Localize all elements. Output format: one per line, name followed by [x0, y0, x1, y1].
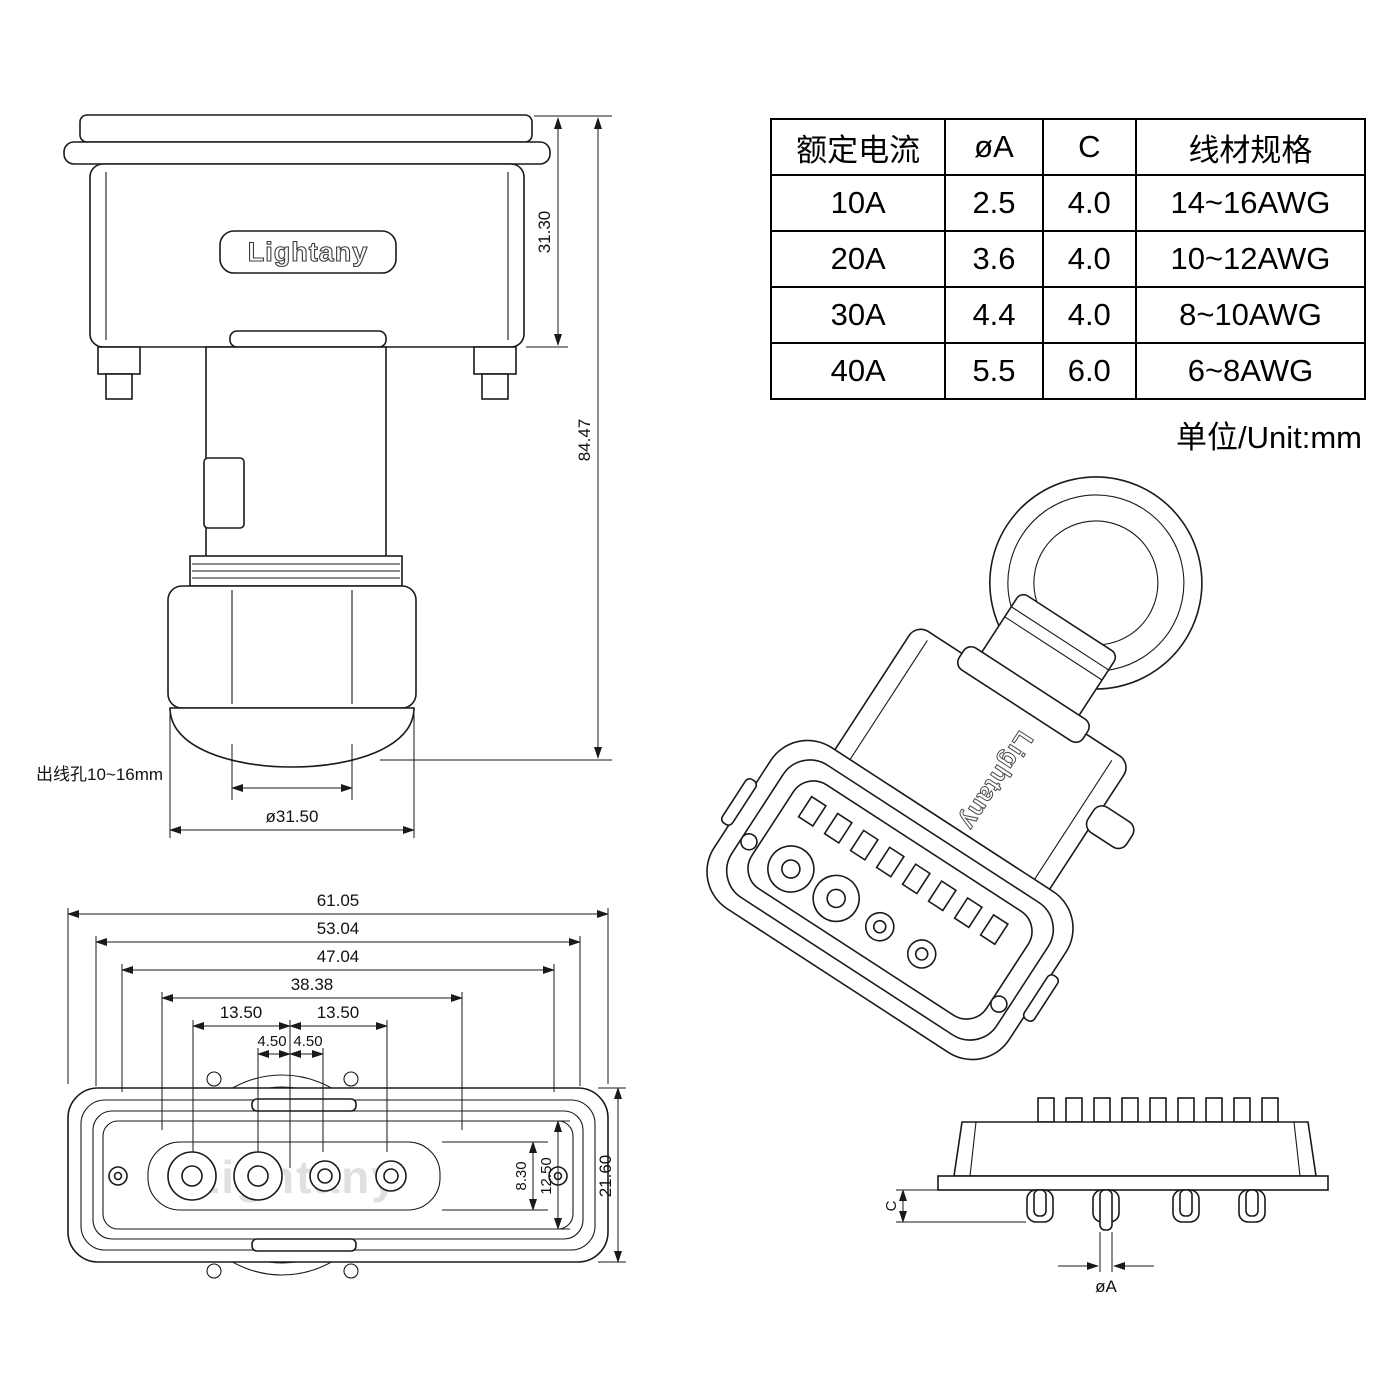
cable-hole-label: 出线孔10~16mm — [36, 765, 163, 784]
dim-width-outer: 61.05 — [67, 891, 609, 1084]
table-row: 10A 2.5 4.0 14~16AWG — [769, 174, 1367, 232]
dim-pitch: 13.50 13.50 — [192, 1003, 388, 1168]
cell-wire: 14~16AWG — [1134, 174, 1367, 232]
iso-peg — [1085, 805, 1135, 850]
dim-pitch-right-label: 13.50 — [317, 1003, 360, 1022]
cell-wire: 6~8AWG — [1134, 342, 1367, 400]
brand-logo: Lightany — [248, 237, 369, 267]
dim-gland-diameter-label: ø31.50 — [266, 807, 319, 826]
logo-plate — [219, 230, 397, 274]
cell-current: 30A — [769, 286, 947, 344]
cell-current: 10A — [769, 174, 947, 232]
gland-dome — [169, 707, 415, 768]
dim-body-height-label: 31.30 — [535, 211, 554, 254]
dim-dia-a: øA — [1058, 1232, 1154, 1296]
side-view: C øA — [883, 1097, 1329, 1296]
side-view-teeth — [1037, 1097, 1279, 1123]
side-view-pins — [1026, 1189, 1266, 1231]
cell-dia: 2.5 — [944, 174, 1044, 232]
dim-small-right-label: 4.50 — [293, 1033, 322, 1050]
dim-body-height: 31.30 — [526, 115, 612, 348]
cell-c: 6.0 — [1041, 342, 1137, 400]
table-row: 40A 5.5 6.0 6~8AWG — [769, 342, 1367, 400]
dim-height-mid: 12.50 — [482, 1120, 570, 1230]
table-row: 30A 4.4 4.0 8~10AWG — [769, 286, 1367, 344]
dim-width-2-label: 53.04 — [317, 919, 360, 938]
dim-width-4-label: 38.38 — [291, 975, 334, 994]
cell-c: 4.0 — [1041, 230, 1137, 288]
side-view-shell — [953, 1121, 1317, 1177]
dim-height-inner: 8.30 — [442, 1141, 548, 1211]
bottom-view: Lightany 61.05 53.04 47.04 — [67, 891, 626, 1279]
cell-wire: 8~10AWG — [1134, 286, 1367, 344]
dim-height-inner-label: 8.30 — [513, 1161, 530, 1190]
table-header-c: C — [1041, 118, 1137, 176]
dim-cable-hole: 出线孔10~16mm — [36, 744, 353, 800]
dim-height-mid-label: 12.50 — [538, 1157, 555, 1195]
dim-c-label: C — [883, 1200, 900, 1211]
dim-c: C — [883, 1189, 1026, 1223]
contacts — [108, 1151, 568, 1201]
spec-table: 额定电流 øA C 线材规格 10A 2.5 4.0 14~16AWG 20A … — [769, 118, 1367, 457]
dim-small-pitch: 4.50 4.50 — [257, 1033, 324, 1152]
dim-gland-diameter: ø31.50 — [169, 712, 415, 838]
front-view: Lightany 31.30 84.47 — [36, 114, 612, 838]
cell-dia: 5.5 — [944, 342, 1044, 400]
dim-pitch-left-label: 13.50 — [220, 1003, 263, 1022]
dim-small-left-label: 4.50 — [257, 1033, 286, 1050]
cable-gland-nut — [167, 585, 417, 709]
side-view-flange — [937, 1175, 1329, 1191]
table-header-row: 额定电流 øA C 线材规格 — [769, 118, 1367, 176]
table-header-dia: øA — [944, 118, 1044, 176]
cell-current: 40A — [769, 342, 947, 400]
table-row: 20A 3.6 4.0 10~12AWG — [769, 230, 1367, 288]
dim-width-4: 38.38 — [161, 975, 463, 1130]
dim-width-3-label: 47.04 — [317, 947, 360, 966]
cell-current: 20A — [769, 230, 947, 288]
cell-c: 4.0 — [1041, 174, 1137, 232]
iso-contacts — [740, 832, 1008, 1013]
dim-dia-a-label: øA — [1095, 1277, 1117, 1296]
dim-total-height: 84.47 — [380, 117, 612, 761]
dim-width-outer-label: 61.05 — [317, 891, 360, 910]
contact-group-outline — [147, 1141, 441, 1211]
isometric-view: Lightany — [706, 476, 1203, 1061]
dim-width-2: 53.04 — [95, 919, 581, 1086]
cell-dia: 3.6 — [944, 230, 1044, 288]
iso-pin-slots — [797, 795, 1010, 946]
iso-collar — [956, 645, 1090, 744]
front-view-body: Lightany — [63, 114, 551, 768]
dim-height-outer-label: 21.60 — [596, 1155, 615, 1198]
cell-dia: 4.4 — [944, 286, 1044, 344]
brand-watermark: Lightany — [191, 1151, 399, 1203]
table-header-wire: 线材规格 — [1134, 118, 1367, 176]
dim-total-height-label: 84.47 — [575, 419, 594, 462]
dim-height-outer: 21.60 — [596, 1087, 626, 1263]
dim-width-3: 47.04 — [121, 947, 555, 1092]
table-header-current: 额定电流 — [769, 118, 947, 176]
cell-wire: 10~12AWG — [1134, 230, 1367, 288]
unit-note: 单位/Unit:mm — [1176, 420, 1362, 455]
cell-c: 4.0 — [1041, 286, 1137, 344]
